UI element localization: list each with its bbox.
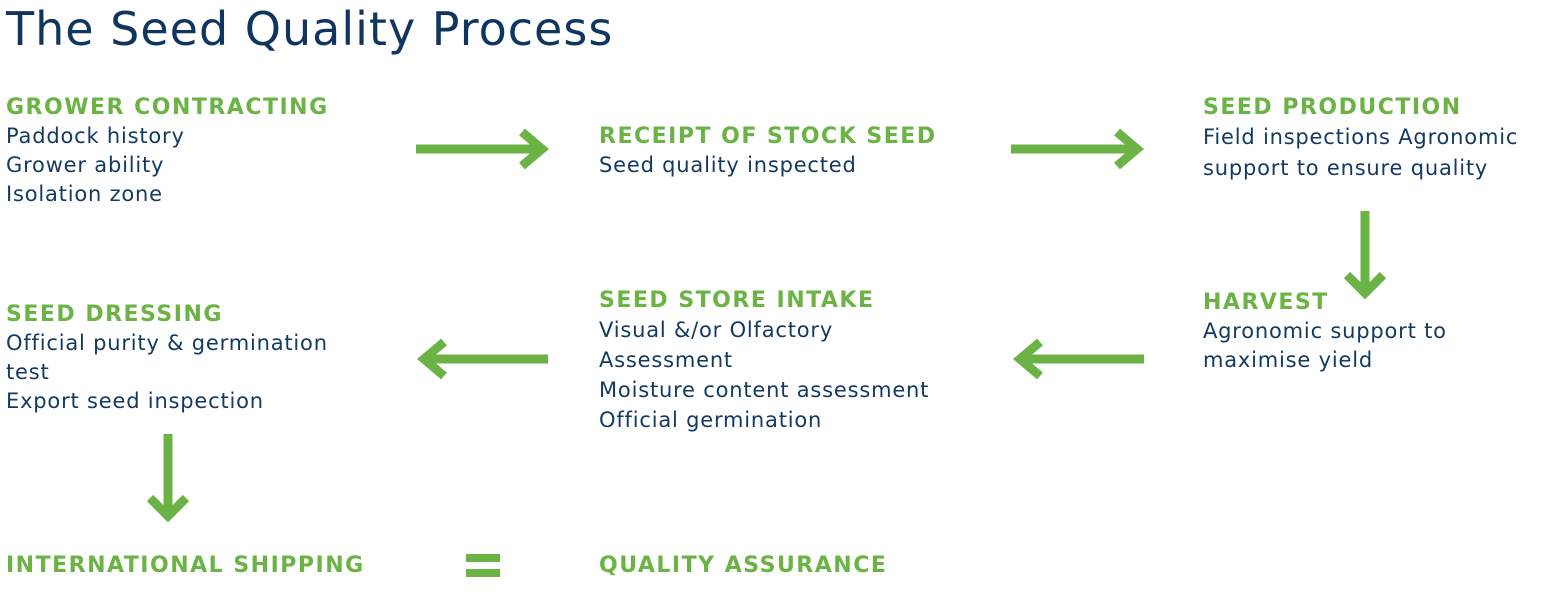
step-detail: Visual &/or Olfactory — [599, 318, 834, 342]
step-harvest: HARVEST Agronomic support to maximise yi… — [1203, 289, 1447, 375]
step-detail: Official germination — [599, 408, 823, 432]
step-receipt-of-stock-seed: RECEIPT OF STOCK SEED Seed quality inspe… — [599, 123, 937, 180]
step-detail: maximise yield — [1203, 348, 1373, 372]
step-detail: Agronomic support to — [1203, 319, 1447, 343]
step-seed-store-intake: SEED STORE INTAKE Visual &/or Olfactory … — [599, 287, 929, 435]
arrow-down-icon — [1343, 211, 1387, 300]
step-international-shipping: INTERNATIONAL SHIPPING — [6, 552, 365, 580]
step-heading: RECEIPT OF STOCK SEED — [599, 124, 937, 149]
step-heading: SEED STORE INTAKE — [599, 288, 875, 313]
step-heading: QUALITY ASSURANCE — [599, 553, 888, 578]
step-heading: SEED PRODUCTION — [1203, 95, 1462, 120]
step-detail: Grower ability — [6, 153, 165, 177]
page-title: The Seed Quality Process — [6, 2, 614, 56]
step-detail: Paddock history — [6, 124, 185, 148]
step-quality-assurance: QUALITY ASSURANCE — [599, 552, 887, 580]
step-grower-contracting: GROWER CONTRACTING Paddock history Growe… — [6, 94, 329, 209]
step-detail: Official purity & germination — [6, 331, 328, 355]
arrow-down-icon — [146, 434, 190, 523]
step-detail: Field inspections Agronomic — [1203, 125, 1519, 149]
equals-icon — [466, 554, 500, 577]
step-detail: Assessment — [599, 348, 733, 372]
step-detail: Export seed inspection — [6, 389, 264, 413]
arrow-left-icon — [417, 338, 548, 380]
step-heading: INTERNATIONAL SHIPPING — [6, 553, 365, 578]
step-heading: HARVEST — [1203, 290, 1329, 315]
step-detail: support to ensure quality — [1203, 156, 1489, 180]
arrow-right-icon — [1011, 128, 1144, 170]
step-detail: test — [6, 360, 50, 384]
step-detail: Isolation zone — [6, 182, 163, 206]
arrow-left-icon — [1013, 338, 1144, 380]
step-seed-production: SEED PRODUCTION Field inspections Agrono… — [1203, 94, 1518, 184]
step-heading: SEED DRESSING — [6, 302, 223, 327]
step-seed-dressing: SEED DRESSING Official purity & germinat… — [6, 301, 328, 416]
arrow-right-icon — [416, 128, 549, 170]
step-detail: Moisture content assessment — [599, 378, 930, 402]
step-heading: GROWER CONTRACTING — [6, 95, 329, 120]
step-detail: Seed quality inspected — [599, 153, 857, 177]
